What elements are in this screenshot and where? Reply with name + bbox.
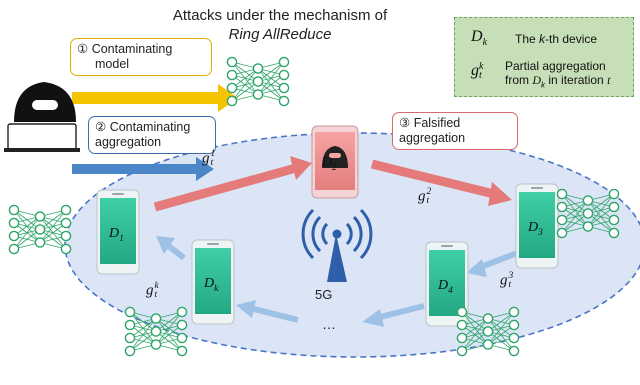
title-line2: Ring AllReduce [228, 26, 332, 43]
device-d1-phone [96, 189, 140, 275]
callout-contaminating-model: ① Contaminating model [70, 38, 212, 76]
network-5g-label: 5G [315, 287, 333, 302]
antenna-icon [301, 208, 373, 282]
legend-grad-desc: Partial aggregation from Dk in iteration… [505, 59, 611, 90]
flow-arrow-ellipsis-dk [236, 300, 299, 323]
flow-arrow-dk-d1 [156, 236, 186, 261]
device-d2-label: D2 [322, 155, 337, 173]
contaminating-aggregation-arrow [72, 157, 214, 181]
device-dk-phone [191, 239, 235, 325]
neural-network-icon-bottom-right [456, 306, 520, 357]
callout-falsified-aggregation: ③ Falsified aggregation [392, 112, 518, 150]
contaminating-model-arrow [72, 84, 238, 112]
neural-network-icon-right [556, 188, 620, 239]
flow-arrow-d3-d4 [466, 249, 522, 277]
hacker-icon [4, 82, 80, 152]
device-d3-label: D3 [528, 220, 543, 238]
device-d1-label: D1 [109, 226, 124, 244]
device-d2-phone [311, 125, 359, 199]
neural-network-icon-left [8, 204, 72, 255]
neural-network-icon-bottom-left [124, 306, 188, 357]
flow-arrow-d1-d2 [153, 156, 312, 212]
neural-network-icon-top [226, 56, 290, 107]
legend-device-symbol: Dk [471, 28, 488, 49]
ellipsis-label: … [322, 316, 337, 332]
diagram-title: Attacks under the mechanism of Ring AllR… [150, 6, 410, 44]
callout-contaminating-aggregation: ② Contaminating aggregation [88, 116, 216, 154]
flow-arrow-d4-ellipsis [362, 303, 425, 327]
device-d3-phone [515, 183, 559, 269]
legend-device-desc: The k-th device [515, 32, 598, 46]
device-d4-phone [425, 241, 469, 327]
device-d4-label: D4 [438, 278, 453, 296]
device-dk-label: Dk [204, 276, 219, 294]
flow-arrow-d2-d3 [370, 159, 512, 206]
title-line1: Attacks under the mechanism of [172, 7, 388, 24]
